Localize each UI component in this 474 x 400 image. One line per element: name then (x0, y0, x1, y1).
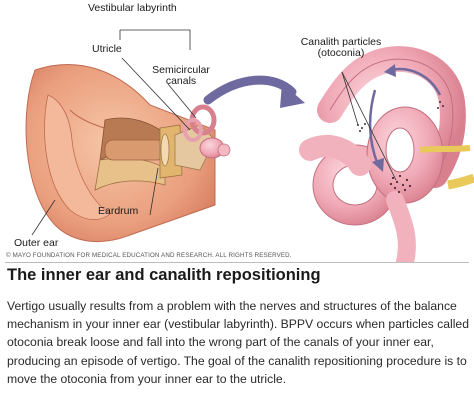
inner-ear-illustration: Vestibular labyrinth Utricle Semicircula… (6, 2, 474, 262)
label-utricle: Utricle (92, 43, 122, 55)
enlarged-labyrinth-drawing (299, 46, 474, 262)
outer-ear-drawing (25, 64, 216, 243)
magnify-arrowhead (280, 83, 305, 108)
ear-anatomy-drawing (25, 29, 474, 262)
label-canalith-particles: Canalith particles (otoconia) (300, 36, 382, 59)
leader-lines (31, 29, 397, 236)
divider (5, 262, 469, 263)
copyright-credit: © MAYO FOUNDATION FOR MEDICAL EDUCATION … (6, 252, 292, 259)
label-vestibular-labyrinth: Vestibular labyrinth (88, 2, 177, 14)
article-title: The inner ear and canalith repositioning (7, 266, 321, 284)
small-inner-ear-drawing (183, 104, 231, 159)
label-eardrum: Eardrum (98, 205, 139, 217)
article-body: Vertigo usually results from a problem w… (7, 299, 469, 386)
label-semicircular-canals: Semicircular canals (152, 64, 210, 87)
magnify-arrow (203, 75, 297, 105)
label-outer-ear: Outer ear (14, 237, 59, 249)
